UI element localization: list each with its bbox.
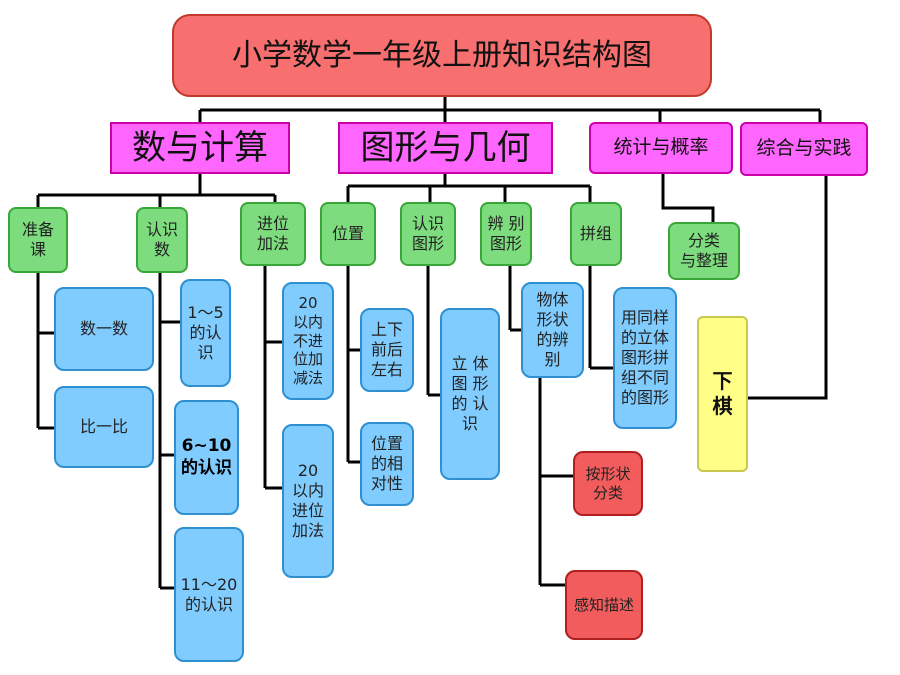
leaf-perceive-describe: 感知描述 — [565, 570, 643, 640]
leaf-carry-add: 20 以内 进位 加法 — [282, 424, 334, 578]
leaf-compare: 比一比 — [54, 386, 154, 468]
leaf-shape-identification: 物体 形状 的辨 别 — [521, 282, 584, 378]
leaf-chess: 下 棋 — [697, 316, 748, 472]
page-title: 小学数学一年级上册知识结构图 — [172, 14, 712, 97]
leaf-3d-shapes: 立 体 图 形 的 认 识 — [440, 308, 500, 480]
topic-combine: 拼组 — [570, 202, 622, 266]
leaf-recognize-6-10: 6~10 的认识 — [174, 400, 239, 515]
leaf-sort-by-shape: 按形状 分类 — [573, 451, 643, 516]
leaf-relative-position: 位置 的相 对性 — [360, 422, 414, 506]
topic-identify-shapes: 辨 别 图形 — [480, 202, 532, 266]
leaf-recognize-1-5: 1～5 的认 识 — [180, 279, 231, 387]
leaf-combine-shapes: 用同样 的立体 图形拼 组不同 的图形 — [613, 287, 677, 429]
topic-prep-lesson: 准备 课 — [8, 207, 68, 273]
category-practice: 综合与实践 — [740, 122, 868, 176]
topic-recognize-numbers: 认识 数 — [136, 207, 188, 273]
leaf-classify-organize: 分类 与整理 — [668, 222, 740, 280]
topic-carry-addition: 进位 加法 — [240, 202, 306, 266]
leaf-no-carry-add-sub: 20 以内 不进 位加 减法 — [282, 282, 334, 400]
category-geometry: 图形与几何 — [338, 122, 553, 174]
topic-recognize-shapes: 认识 图形 — [400, 202, 456, 266]
leaf-directions: 上下 前后 左右 — [360, 308, 414, 392]
topic-position: 位置 — [320, 202, 376, 266]
leaf-count: 数一数 — [54, 287, 154, 371]
leaf-recognize-11-20: 11～20 的认识 — [174, 527, 244, 662]
category-numbers: 数与计算 — [110, 122, 290, 174]
category-statistics: 统计与概率 — [589, 122, 733, 174]
